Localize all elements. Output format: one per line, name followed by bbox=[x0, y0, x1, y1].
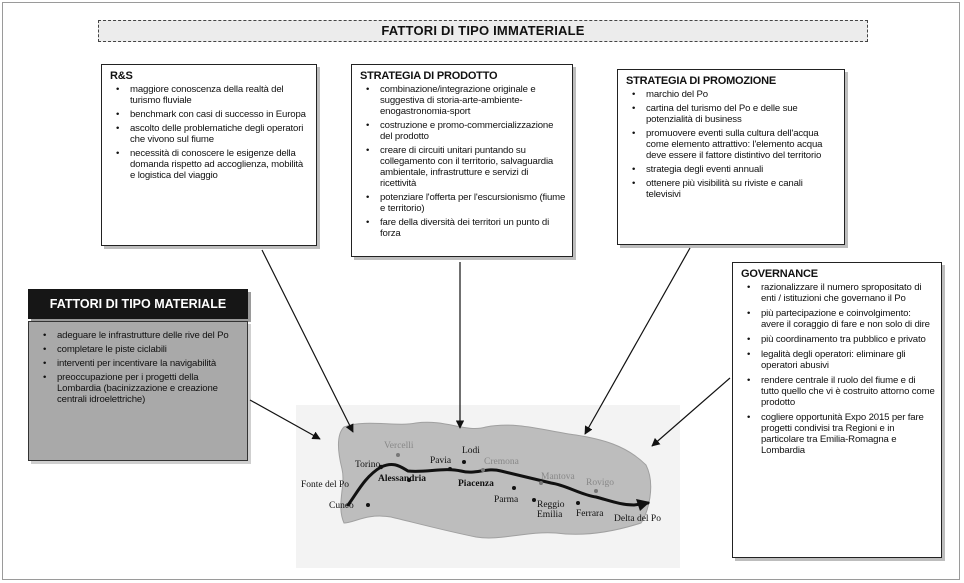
city-dot-cuneo bbox=[366, 503, 370, 507]
list-item: ottenere più visibilità su riviste e can… bbox=[632, 178, 838, 200]
arrow-rs-to-map bbox=[261, 249, 354, 433]
list-item: strategia degli eventi annuali bbox=[632, 164, 838, 175]
city-dot-rovigo bbox=[594, 489, 598, 493]
tangible-factors-box: adeguare le infrastrutture delle rive de… bbox=[28, 321, 248, 461]
list-item: ascolto delle problematiche degli operat… bbox=[116, 123, 310, 145]
rs-list: maggiore conoscenza della realtà del tur… bbox=[110, 84, 310, 181]
city-dot-alessandria bbox=[407, 478, 411, 482]
city-dot-mantova bbox=[539, 481, 543, 485]
governance-title: GOVERNANCE bbox=[741, 268, 818, 280]
list-item: necessità di conoscere le esigenze della… bbox=[116, 148, 310, 181]
list-item: legalità degli operatori: eliminare gli … bbox=[747, 349, 935, 371]
city-label-alessandria: Alessandria bbox=[378, 474, 426, 484]
promotion-strategy-list: marchio del Po cartina del turismo del P… bbox=[626, 89, 838, 200]
arrow-promotion-to-map bbox=[584, 247, 691, 435]
list-item: rendere centrale il ruolo del fiume e di… bbox=[747, 375, 935, 408]
city-label-cremona: Cremona bbox=[484, 457, 520, 467]
city-label-delta-del-po: Delta del Po bbox=[614, 514, 661, 524]
rs-title: R&S bbox=[110, 70, 133, 82]
city-label-rovigo: Rovigo bbox=[586, 478, 614, 488]
city-label-emilia: Emilia bbox=[537, 510, 563, 520]
city-label-fonte-del-po: Fonte del Po bbox=[301, 480, 349, 490]
rs-box: R&S maggiore conoscenza della realtà del… bbox=[101, 64, 317, 246]
list-item: cartina del turismo del Po e delle sue p… bbox=[632, 103, 838, 125]
list-item: preoccupazione per i progetti della Lomb… bbox=[43, 372, 241, 405]
governance-list: razionalizzare il numero spropositato di… bbox=[741, 282, 935, 456]
governance-box: GOVERNANCE razionalizzare il numero spro… bbox=[732, 262, 942, 558]
list-item: potenziare l'offerta per l'escursionismo… bbox=[366, 192, 566, 214]
product-strategy-title: STRATEGIA DI PRODOTTO bbox=[360, 70, 498, 82]
promotion-strategy-box: STRATEGIA DI PROMOZIONE marchio del Po c… bbox=[617, 69, 845, 245]
list-item: razionalizzare il numero spropositato di… bbox=[747, 282, 935, 304]
city-label-cuneo: Cuneo bbox=[329, 501, 354, 511]
list-item: più coordinamento tra pubblico e privato bbox=[747, 334, 935, 345]
city-label-pavia: Pavia bbox=[430, 456, 452, 466]
list-item: completare le piste ciclabili bbox=[43, 344, 241, 355]
po-map-svg: Torino Vercelli Pavia Lodi Cremona Manto… bbox=[301, 421, 661, 539]
po-river-map: Torino Vercelli Pavia Lodi Cremona Manto… bbox=[296, 405, 680, 568]
list-item: più partecipazione e coinvolgimento: ave… bbox=[747, 308, 935, 330]
list-item: combinazione/integrazione originale e su… bbox=[366, 84, 566, 117]
list-item: promuovere eventi sulla cultura dell'acq… bbox=[632, 128, 838, 161]
list-item: fare della diversità dei territori un pu… bbox=[366, 217, 566, 239]
intangible-factors-banner: FATTORI DI TIPO IMMATERIALE bbox=[98, 20, 868, 42]
product-strategy-list: combinazione/integrazione originale e su… bbox=[360, 84, 566, 239]
product-strategy-box: STRATEGIA DI PRODOTTO combinazione/integ… bbox=[351, 64, 573, 257]
city-label-reggio: Reggio bbox=[537, 500, 565, 510]
city-label-parma: Parma bbox=[494, 495, 519, 505]
promotion-strategy-title: STRATEGIA DI PROMOZIONE bbox=[626, 75, 777, 87]
city-dot-ferrara bbox=[576, 501, 580, 505]
city-dot-vercelli bbox=[396, 453, 400, 457]
city-dot-pavia bbox=[448, 467, 452, 471]
tangible-factors-header: FATTORI DI TIPO MATERIALE bbox=[28, 289, 248, 319]
city-label-ferrara: Ferrara bbox=[576, 509, 604, 519]
city-dot-cremona bbox=[481, 468, 485, 472]
list-item: marchio del Po bbox=[632, 89, 838, 100]
list-item: cogliere opportunità Expo 2015 per fare … bbox=[747, 412, 935, 456]
po-delta-arrowhead bbox=[636, 499, 650, 511]
arrow-governance-to-map bbox=[651, 377, 731, 447]
tangible-factors-list: adeguare le infrastrutture delle rive de… bbox=[37, 330, 241, 405]
city-dot-lodi bbox=[462, 460, 466, 464]
city-label-vercelli: Vercelli bbox=[384, 441, 414, 451]
list-item: adeguare le infrastrutture delle rive de… bbox=[43, 330, 241, 341]
city-dot-reggio bbox=[532, 498, 536, 502]
po-basin-region bbox=[338, 421, 652, 539]
arrow-tangible-to-map bbox=[249, 399, 321, 440]
city-dot-torino bbox=[378, 464, 384, 470]
city-label-piacenza: Piacenza bbox=[458, 479, 494, 489]
list-item: creare di circuiti unitari puntando su c… bbox=[366, 145, 566, 189]
list-item: costruzione e promo-commercializzazione … bbox=[366, 120, 566, 142]
city-label-torino: Torino bbox=[355, 460, 380, 470]
city-dot-parma bbox=[512, 486, 516, 490]
city-label-mantova: Mantova bbox=[541, 472, 576, 482]
list-item: maggiore conoscenza della realtà del tur… bbox=[116, 84, 310, 106]
list-item: interventi per incentivare la navigabili… bbox=[43, 358, 241, 369]
city-label-lodi: Lodi bbox=[462, 446, 480, 456]
list-item: benchmark con casi di successo in Europa bbox=[116, 109, 310, 120]
